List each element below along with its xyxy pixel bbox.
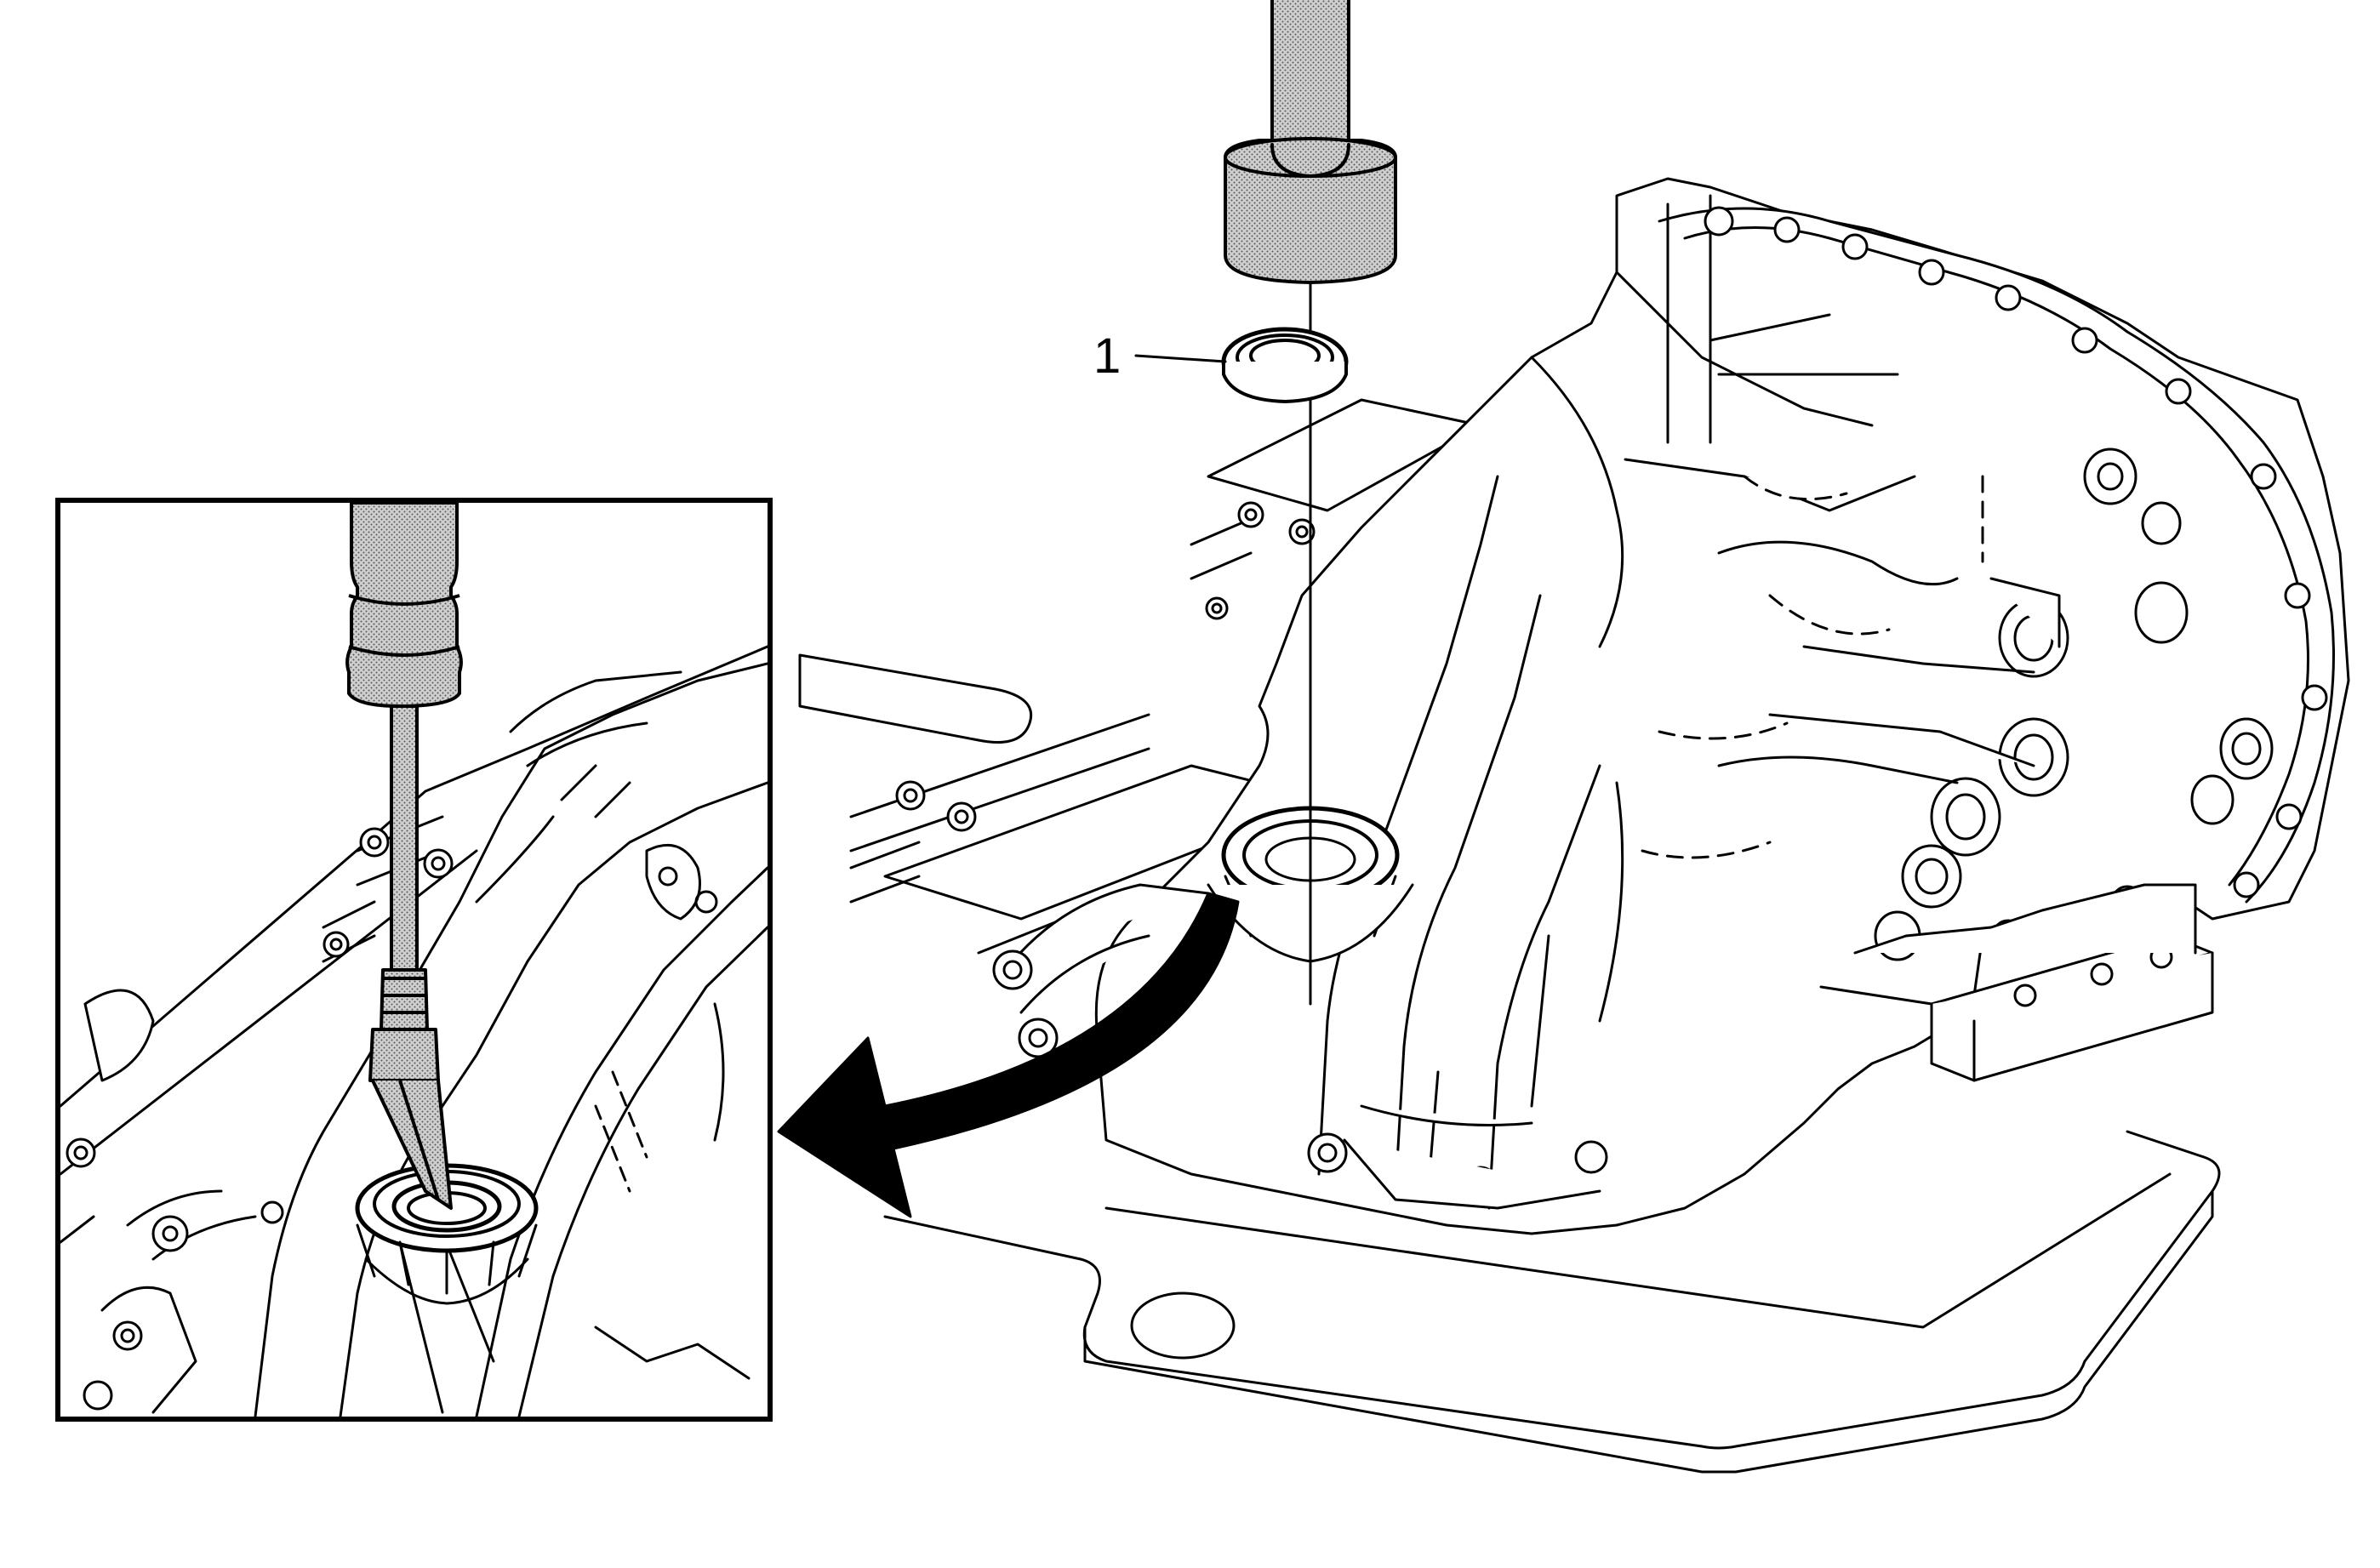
main-view [798,0,2350,1474]
callout-label-1: 1 [1093,328,1121,384]
rail-bolts [895,501,1316,832]
inset-detail [55,498,773,1422]
base-plate [883,1130,2221,1474]
direction-arrow [777,892,1240,1218]
inset-seal-installer-tool [345,501,463,1210]
lifting-hole [1130,1291,1236,1360]
seal [1221,327,1349,403]
transmission-housing [992,177,2350,1235]
mounting-bracket [1819,883,2214,1082]
callout-leader [1134,354,1227,363]
seal-installer-tool [1224,0,1397,284]
